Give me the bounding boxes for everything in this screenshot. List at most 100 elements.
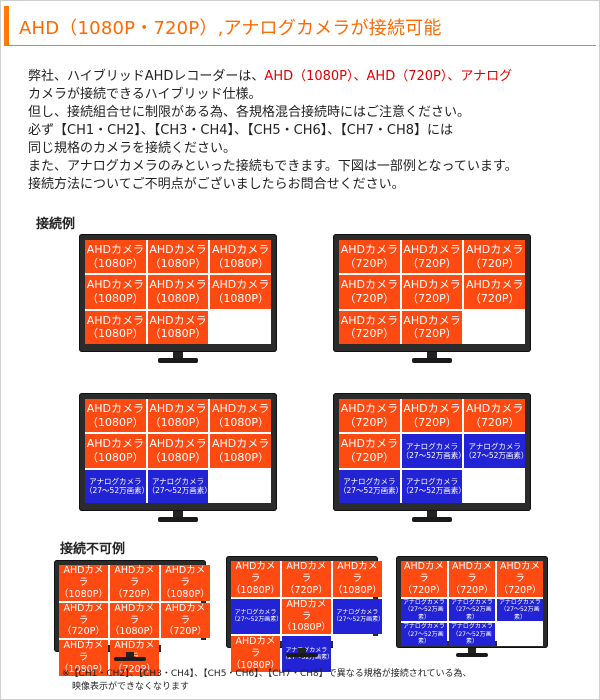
intro-line-1-prefix: 弊社、ハイブリッドAHDレコーダーは、 bbox=[28, 69, 265, 84]
camera-cell-ahd1080: AHDカメラ （1080P） bbox=[210, 399, 271, 433]
monitor-stand-base bbox=[412, 358, 452, 363]
intro-line-1: 弊社、ハイブリッドAHDレコーダーは、AHD（1080P）、AHD（720P）、… bbox=[28, 68, 588, 86]
monitor-stand-base bbox=[412, 517, 452, 522]
camera-cell-ahd720: AHDカメラ （720P） bbox=[160, 602, 210, 639]
camera-cell-analog: アナログカメラ （27～52万画素） bbox=[449, 623, 495, 646]
camera-cell-ahd1080: AHDカメラ （1080P） bbox=[231, 561, 280, 597]
monitor-ok-3: AHDカメラ （1080P）AHDカメラ （1080P）AHDカメラ （1080… bbox=[79, 393, 277, 522]
camera-cell-analog: アナログカメラ （27～52万画素） bbox=[85, 469, 149, 503]
camera-cell-analog: アナログカメラ （27～52万画素） bbox=[231, 598, 282, 635]
camera-cell-ahd1080: AHDカメラ （1080P） bbox=[85, 240, 146, 274]
camera-cell-ahd1080: AHDカメラ （1080P） bbox=[85, 275, 146, 309]
monitor-stand-neck bbox=[126, 652, 134, 657]
monitor-screen: AHDカメラ （1080P）AHDカメラ （1080P）AHDカメラ （1080… bbox=[85, 240, 271, 344]
camera-cell-ahd1080: AHDカメラ （1080P） bbox=[160, 565, 210, 601]
footnote: ※【CH1・CH2】、【CH3・CH4】、【CH5・CH6】、【CH7・CH8】… bbox=[62, 668, 472, 694]
camera-cell-ahd720: AHDカメラ （720P） bbox=[464, 240, 525, 274]
monitor-stand-base bbox=[158, 517, 198, 522]
camera-cell-ahd1080: AHDカメラ （1080P） bbox=[332, 561, 382, 597]
monitor-stand-base bbox=[114, 657, 146, 661]
camera-cell-analog: アナログカメラ （27～52万画素） bbox=[401, 469, 466, 503]
camera-cell-empty bbox=[160, 640, 210, 676]
monitor-screen: AHDカメラ （1080P）AHDカメラ （720P）AHDカメラ （1080P… bbox=[59, 565, 210, 676]
camera-cell-ahd720: AHDカメラ （720P） bbox=[401, 399, 463, 433]
monitor-screen: AHDカメラ （1080P）AHDカメラ （1080P）AHDカメラ （1080… bbox=[85, 399, 271, 503]
camera-cell-empty bbox=[332, 636, 382, 672]
camera-cell-ahd1080: AHDカメラ （1080P） bbox=[147, 275, 209, 309]
camera-cell-analog: アナログカメラ （27～52万画素） bbox=[401, 434, 466, 468]
monitor-screen: AHDカメラ （720P）AHDカメラ （720P）AHDカメラ （720P）A… bbox=[339, 240, 525, 344]
camera-cell-empty bbox=[464, 310, 525, 344]
camera-cell-ahd1080: AHDカメラ （1080P） bbox=[85, 310, 146, 344]
intro-text: 弊社、ハイブリッドAHDレコーダーは、AHD（1080P）、AHD（720P）、… bbox=[28, 68, 588, 194]
camera-cell-ahd720: AHDカメラ （720P） bbox=[464, 399, 525, 433]
camera-cell-ahd1080: AHDカメラ （1080P） bbox=[210, 240, 271, 274]
camera-cell-ahd720: AHDカメラ （720P） bbox=[339, 240, 400, 274]
camera-cell-ahd1080: AHDカメラ （1080P） bbox=[147, 240, 209, 274]
intro-line-3: 但し、接続組合せに制限がある為、各規格混合接続時にはご注意ください。 bbox=[28, 105, 471, 120]
camera-cell-ahd720: AHDカメラ （720P） bbox=[464, 275, 525, 309]
camera-cell-ahd1080: AHDカメラ （1080P） bbox=[147, 399, 209, 433]
monitor-screen: AHDカメラ （720P）AHDカメラ （720P）AHDカメラ （720P）A… bbox=[339, 399, 528, 503]
camera-cell-ahd720: AHDカメラ （720P） bbox=[339, 434, 400, 468]
camera-cell-ahd720: AHDカメラ （720P） bbox=[59, 602, 108, 639]
monitor-stand-neck bbox=[468, 648, 476, 653]
intro-line-7: 接続方法についてご不明点がございましたらお問合せください。 bbox=[28, 177, 405, 192]
camera-cell-analog: アナログカメラ （27～52万画素） bbox=[464, 434, 528, 468]
footnote-line-1: ※【CH1・CH2】、【CH3・CH4】、【CH5・CH6】、【CH7・CH8】… bbox=[62, 669, 472, 679]
ng-examples-label: 接続不可例 bbox=[60, 542, 126, 557]
monitor-stand-neck bbox=[298, 648, 306, 653]
camera-cell-analog: アナログカメラ （27～52万画素） bbox=[401, 598, 447, 622]
intro-line-5: 同じ規格のカメラを接続ください。 bbox=[28, 141, 237, 156]
ok-examples-label: 接続例 bbox=[36, 217, 76, 232]
intro-line-2: カメラが接続できるハイブリッド仕様。 bbox=[28, 87, 262, 102]
monitor-ok-1: AHDカメラ （1080P）AHDカメラ （1080P）AHDカメラ （1080… bbox=[79, 234, 277, 363]
monitor-stand-neck bbox=[173, 352, 183, 358]
camera-cell-ahd1080: AHDカメラ （1080P） bbox=[210, 275, 271, 309]
camera-cell-ahd1080: AHDカメラ （1080P） bbox=[109, 602, 159, 639]
camera-cell-empty bbox=[210, 469, 271, 503]
camera-cell-ahd720: AHDカメラ （720P） bbox=[497, 561, 543, 597]
monitor-ng-1: AHDカメラ （1080P）AHDカメラ （720P）AHDカメラ （1080P… bbox=[54, 560, 210, 676]
camera-cell-analog: アナログカメラ （27～52万画素） bbox=[147, 469, 212, 503]
camera-cell-ahd720: AHDカメラ （720P） bbox=[401, 240, 463, 274]
page-title: AHD（1080P・720P）,アナログカメラが接続可能 bbox=[19, 18, 442, 39]
camera-cell-empty bbox=[210, 310, 271, 344]
intro-line-4: 必ず【CH1・CH2】、【CH3・CH4】、【CH5・CH6】、【CH7・CH8… bbox=[28, 123, 453, 138]
monitor-stand-neck bbox=[173, 511, 183, 517]
camera-cell-ahd720: AHDカメラ （720P） bbox=[401, 275, 463, 309]
footnote-line-2: 映像表示ができなくなります bbox=[72, 682, 190, 692]
monitor-ng-2: AHDカメラ （1080P）AHDカメラ （720P）AHDカメラ （1080P… bbox=[226, 556, 384, 672]
camera-cell-empty bbox=[464, 469, 525, 503]
monitor-ng-3: AHDカメラ （720P）AHDカメラ （720P）AHDカメラ （720P）ア… bbox=[396, 556, 548, 657]
camera-cell-ahd720: AHDカメラ （720P） bbox=[339, 399, 400, 433]
camera-cell-analog: アナログカメラ （27～52万画素） bbox=[332, 598, 384, 635]
monitor-stand-base bbox=[158, 358, 198, 363]
monitor-ok-2: AHDカメラ （720P）AHDカメラ （720P）AHDカメラ （720P）A… bbox=[333, 234, 531, 363]
monitor-stand-base bbox=[286, 653, 318, 657]
camera-cell-ahd720: AHDカメラ （720P） bbox=[339, 310, 400, 344]
camera-cell-ahd1080: AHDカメラ （1080P） bbox=[231, 636, 280, 672]
camera-cell-ahd1080: AHDカメラ （1080P） bbox=[147, 434, 209, 468]
camera-cell-ahd720: AHDカメラ （720P） bbox=[449, 561, 495, 597]
camera-cell-ahd1080: AHDカメラ （1080P） bbox=[281, 598, 331, 635]
camera-cell-analog: アナログカメラ （27～52万画素） bbox=[497, 598, 543, 622]
monitor-ok-4: AHDカメラ （720P）AHDカメラ （720P）AHDカメラ （720P）A… bbox=[333, 393, 531, 522]
camera-cell-ahd1080: AHDカメラ （1080P） bbox=[59, 640, 108, 676]
page-header: AHD（1080P・720P）,アナログカメラが接続可能 bbox=[4, 6, 596, 46]
camera-cell-analog: アナログカメラ （27～52万画素） bbox=[449, 598, 495, 622]
monitor-screen: AHDカメラ （1080P）AHDカメラ （720P）AHDカメラ （1080P… bbox=[231, 561, 384, 672]
intro-line-1-highlight: AHD（1080P）、AHD（720P）、アナログ bbox=[264, 69, 513, 84]
camera-cell-ahd720: AHDカメラ （720P） bbox=[281, 561, 331, 597]
camera-cell-ahd1080: AHDカメラ （1080P） bbox=[59, 565, 108, 601]
camera-cell-ahd720: AHDカメラ （720P） bbox=[339, 275, 400, 309]
camera-cell-empty bbox=[497, 623, 543, 646]
camera-cell-analog: アナログカメラ （27～52万画素） bbox=[401, 623, 447, 646]
camera-cell-ahd1080: AHDカメラ （1080P） bbox=[147, 310, 209, 344]
camera-cell-ahd720: AHDカメラ （720P） bbox=[109, 565, 159, 601]
camera-cell-ahd720: AHDカメラ （720P） bbox=[401, 310, 463, 344]
camera-cell-ahd1080: AHDカメラ （1080P） bbox=[85, 399, 146, 433]
intro-line-6: また、アナログカメラのみといった接続もできます。下図は一部例となっています。 bbox=[28, 159, 518, 174]
camera-cell-ahd1080: AHDカメラ （1080P） bbox=[85, 434, 146, 468]
monitor-screen: AHDカメラ （720P）AHDカメラ （720P）AHDカメラ （720P）ア… bbox=[401, 561, 543, 646]
